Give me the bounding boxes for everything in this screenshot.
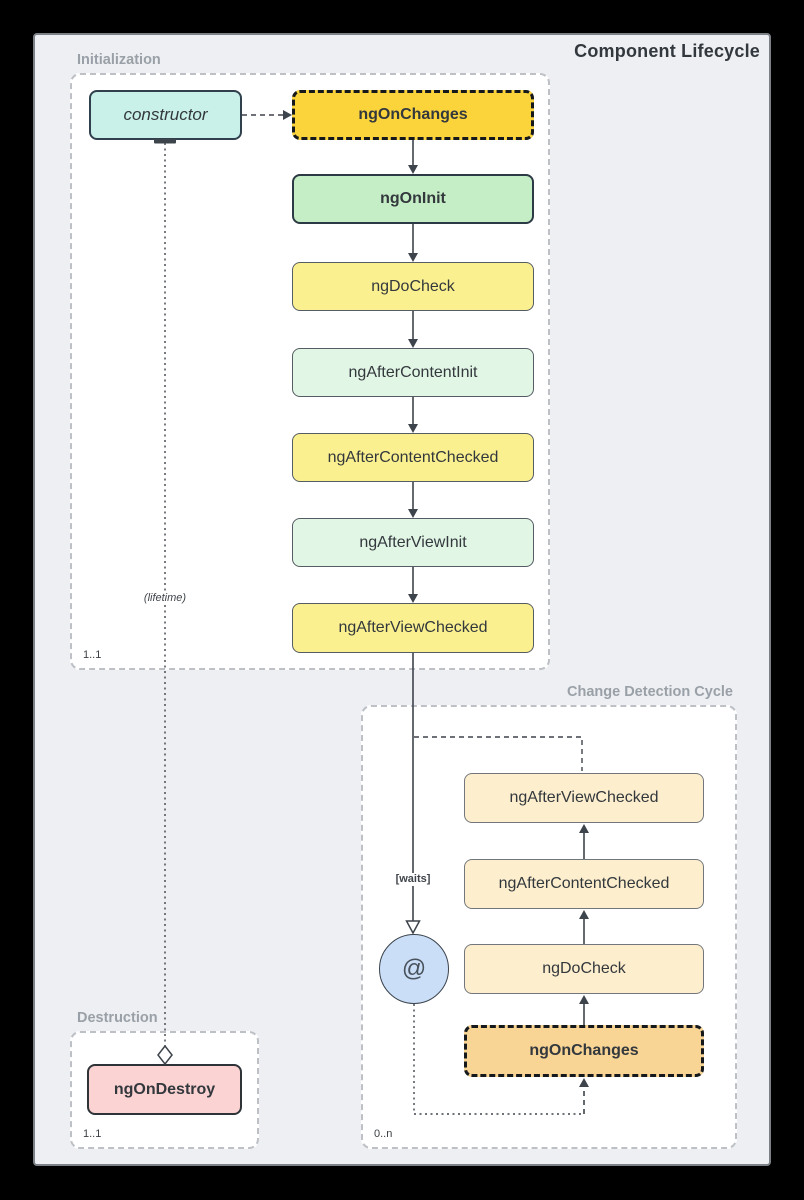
node-cd-ngafterviewchecked: ngAfterViewChecked [464, 773, 704, 823]
event-circle: @ [379, 934, 449, 1004]
node-cd-ngaftercontentchecked: ngAfterContentChecked [464, 859, 704, 909]
group-change-detection-label: Change Detection Cycle [567, 684, 733, 700]
group-change-detection: Change Detection Cycle 0..n [361, 684, 737, 1149]
node-init-ngaftercontentinit: ngAfterContentInit [292, 348, 534, 397]
node-init-ngoninit: ngOnInit [292, 174, 534, 224]
node-cd-ngdocheck: ngDoCheck [464, 944, 704, 994]
page-title: Component Lifecycle [574, 41, 760, 61]
node-init-ngdocheck: ngDoCheck [292, 262, 534, 311]
node-init-ngaftercontentchecked: ngAfterContentChecked [292, 433, 534, 482]
node-ngondestroy: ngOnDestroy [87, 1064, 242, 1115]
node-constructor: constructor [89, 90, 242, 140]
group-initialization-label: Initialization [77, 52, 161, 68]
waits-annotation: [waits] [381, 873, 445, 886]
node-init-ngafterviewinit: ngAfterViewInit [292, 518, 534, 567]
group-destruction-label: Destruction [77, 1010, 158, 1026]
diagram-canvas: Component Lifecycle Initialization 1..1 … [33, 33, 771, 1166]
node-init-ngafterviewchecked: ngAfterViewChecked [292, 603, 534, 653]
group-change-detection-multiplicity: 0..n [374, 1128, 393, 1140]
group-destruction-multiplicity: 1..1 [83, 1128, 102, 1140]
node-init-ngonchanges: ngOnChanges [292, 90, 534, 140]
node-cd-ngonchanges: ngOnChanges [464, 1025, 704, 1077]
lifetime-annotation: (lifetime) [136, 592, 194, 605]
group-initialization-multiplicity: 1..1 [83, 649, 102, 661]
